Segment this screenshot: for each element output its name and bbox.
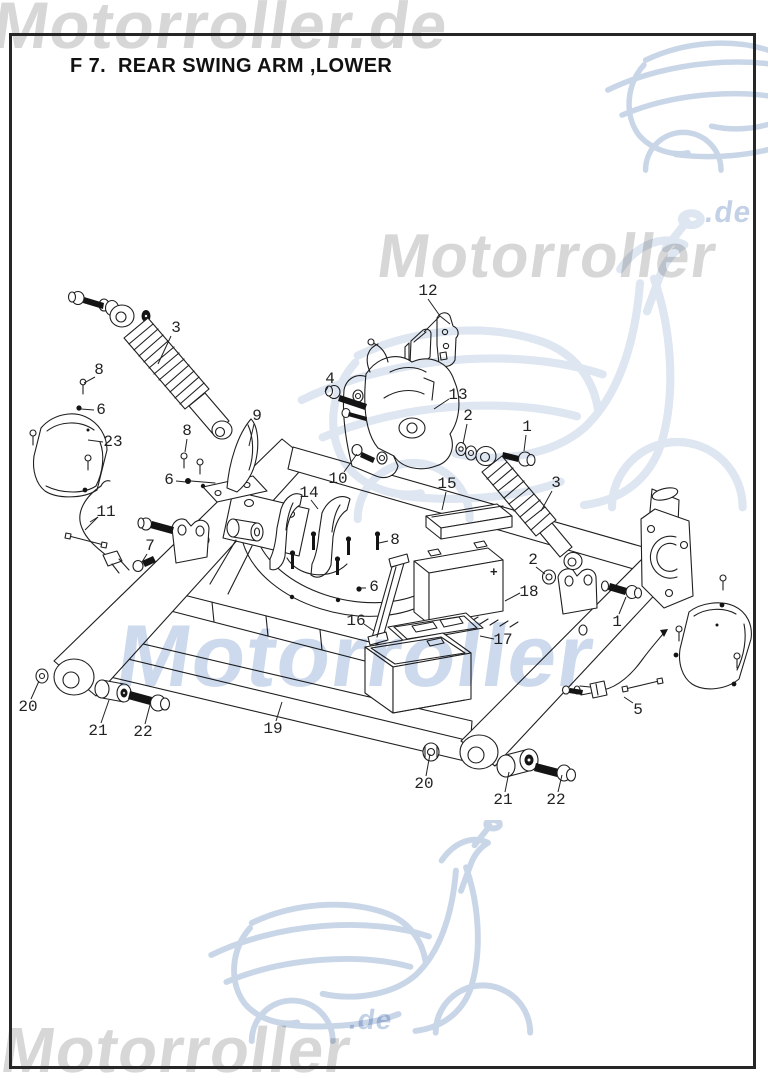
- leader-line-23: [87, 439, 104, 443]
- part-label-3: 3: [551, 474, 561, 492]
- part-label-20: 20: [18, 698, 37, 716]
- shock-mount-brackets: [132, 517, 643, 615]
- leader-line-1: [618, 596, 627, 615]
- part-label-16: 16: [346, 612, 365, 630]
- part-label-1: 1: [522, 418, 532, 436]
- leader-line-9: [248, 423, 255, 447]
- leader-line-1: [523, 434, 527, 452]
- leader-line-2: [462, 423, 468, 445]
- leader-line-8: [184, 438, 188, 453]
- part-label-12: 12: [418, 282, 437, 300]
- leader-line-22: [557, 774, 563, 793]
- part-label-3: 3: [171, 319, 181, 337]
- part-label-9: 9: [252, 407, 262, 425]
- part-label-8: 8: [94, 361, 104, 379]
- leader-line-20: [30, 680, 40, 700]
- leader-line-6: [175, 480, 187, 483]
- part-label-23: 23: [103, 433, 122, 451]
- center-supports: [269, 493, 381, 578]
- leader-line-19: [275, 701, 283, 722]
- part-label-8: 8: [182, 422, 192, 440]
- part-label-15: 15: [437, 475, 456, 493]
- battery-holder-rod: [367, 553, 410, 646]
- leader-line-16: [363, 623, 375, 632]
- part-label-21: 21: [493, 791, 512, 809]
- leader-line-21: [504, 771, 510, 793]
- part-label-2: 2: [463, 407, 473, 425]
- part-label-6: 6: [369, 578, 379, 596]
- part-label-14: 14: [299, 484, 318, 502]
- part-label-1: 1: [612, 613, 622, 631]
- part-label-13: 13: [448, 386, 467, 404]
- leader-line-8: [83, 376, 96, 384]
- part-label-21: 21: [88, 722, 107, 740]
- part-label-6: 6: [164, 471, 174, 489]
- page-title: F 7. REAR SWING ARM ,LOWER: [70, 55, 393, 77]
- leader-line-18: [504, 592, 521, 602]
- leader-line-22: [144, 704, 151, 725]
- leader-line-11: [84, 516, 99, 531]
- leader-line-12: [427, 298, 441, 317]
- part-label-2: 2: [528, 551, 538, 569]
- leader-line-2: [535, 566, 546, 575]
- right-mudflap: [673, 574, 752, 690]
- part-label-10: 10: [328, 470, 347, 488]
- leader-line-17: [479, 635, 495, 640]
- part-label-7: 7: [145, 537, 155, 555]
- left-shock-absorber: [67, 290, 233, 440]
- leader-line-20: [425, 753, 431, 777]
- part-label-11: 11: [96, 503, 115, 521]
- part-label-19: 19: [263, 720, 282, 738]
- part-label-17: 17: [493, 631, 512, 649]
- part-label-4: 4: [325, 370, 335, 388]
- left-mudflap: [29, 413, 108, 498]
- leader-line-3: [157, 335, 172, 365]
- part-label-22: 22: [133, 723, 152, 741]
- part-label-18: 18: [519, 583, 538, 601]
- leader-line-5: [623, 696, 634, 704]
- part-label-22: 22: [546, 791, 565, 809]
- battery-plus-mark: +: [490, 564, 498, 579]
- brake-hose-guide-fin: [202, 418, 268, 503]
- leader-line-8: [378, 540, 389, 544]
- small-fasteners: [76, 378, 362, 603]
- right-pivot-hardware: [422, 742, 577, 782]
- right-sensor-cable: [561, 629, 668, 699]
- part-label-20: 20: [414, 775, 433, 793]
- part-label-8: 8: [390, 531, 400, 549]
- leader-line-21: [100, 699, 110, 724]
- part-label-5: 5: [633, 701, 643, 719]
- left-sensor-cable: [64, 480, 130, 574]
- leader-line-6: [80, 408, 95, 411]
- leader-line-7: [141, 553, 148, 563]
- left-pivot-hardware: [35, 668, 171, 712]
- part-label-6: 6: [96, 401, 106, 419]
